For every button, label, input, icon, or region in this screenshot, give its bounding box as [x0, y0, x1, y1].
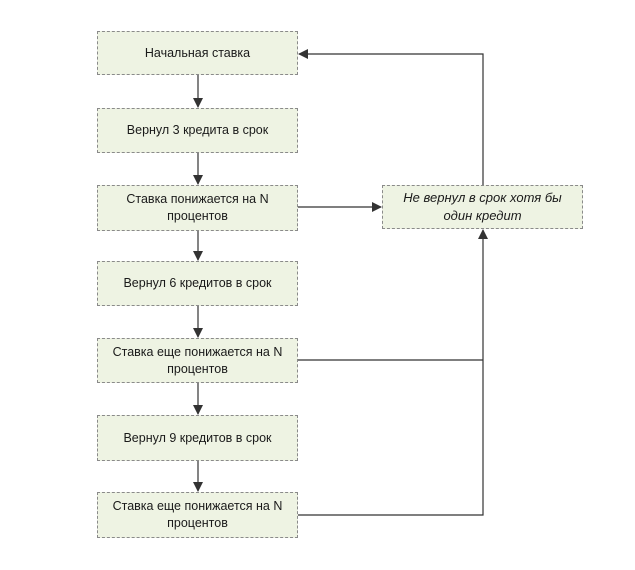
node-returned-9: Вернул 9 кредитов в срок — [97, 415, 298, 461]
node-returned-9-label: Вернул 9 кредитов в срок — [123, 430, 272, 445]
node-rate-down-2-label: Ставка еще понижается на N процентов — [112, 344, 283, 376]
node-rate-down-2: Ставка еще понижается на N процентов — [97, 338, 298, 383]
arrow-not-returned-to-start — [298, 49, 484, 185]
arrow-rate-down-3-to-not-returned — [298, 229, 488, 516]
node-start-rate-label: Начальная ставка — [144, 45, 251, 60]
node-not-returned-label: Не вернул в срок хотя бы один кредит — [403, 190, 562, 223]
node-not-returned: Не вернул в срок хотя бы один кредит — [382, 185, 583, 229]
node-returned-6: Вернул 6 кредитов в срок — [97, 261, 298, 306]
node-returned-3: Вернул 3 кредита в срок — [97, 108, 298, 153]
node-rate-down-3-label: Ставка еще понижается на N процентов — [112, 499, 283, 530]
node-rate-down-1-label: Ставка понижается на N процентов — [126, 192, 269, 223]
node-rate-down-1: Ставка понижается на N процентов — [97, 185, 298, 231]
node-returned-3-label: Вернул 3 кредита в срок — [126, 123, 269, 137]
node-returned-6-label: Вернул 6 кредитов в срок — [123, 276, 272, 290]
node-rate-down-3: Ставка еще понижается на N процентов — [97, 492, 298, 538]
node-start-rate: Начальная ставка — [97, 31, 298, 75]
